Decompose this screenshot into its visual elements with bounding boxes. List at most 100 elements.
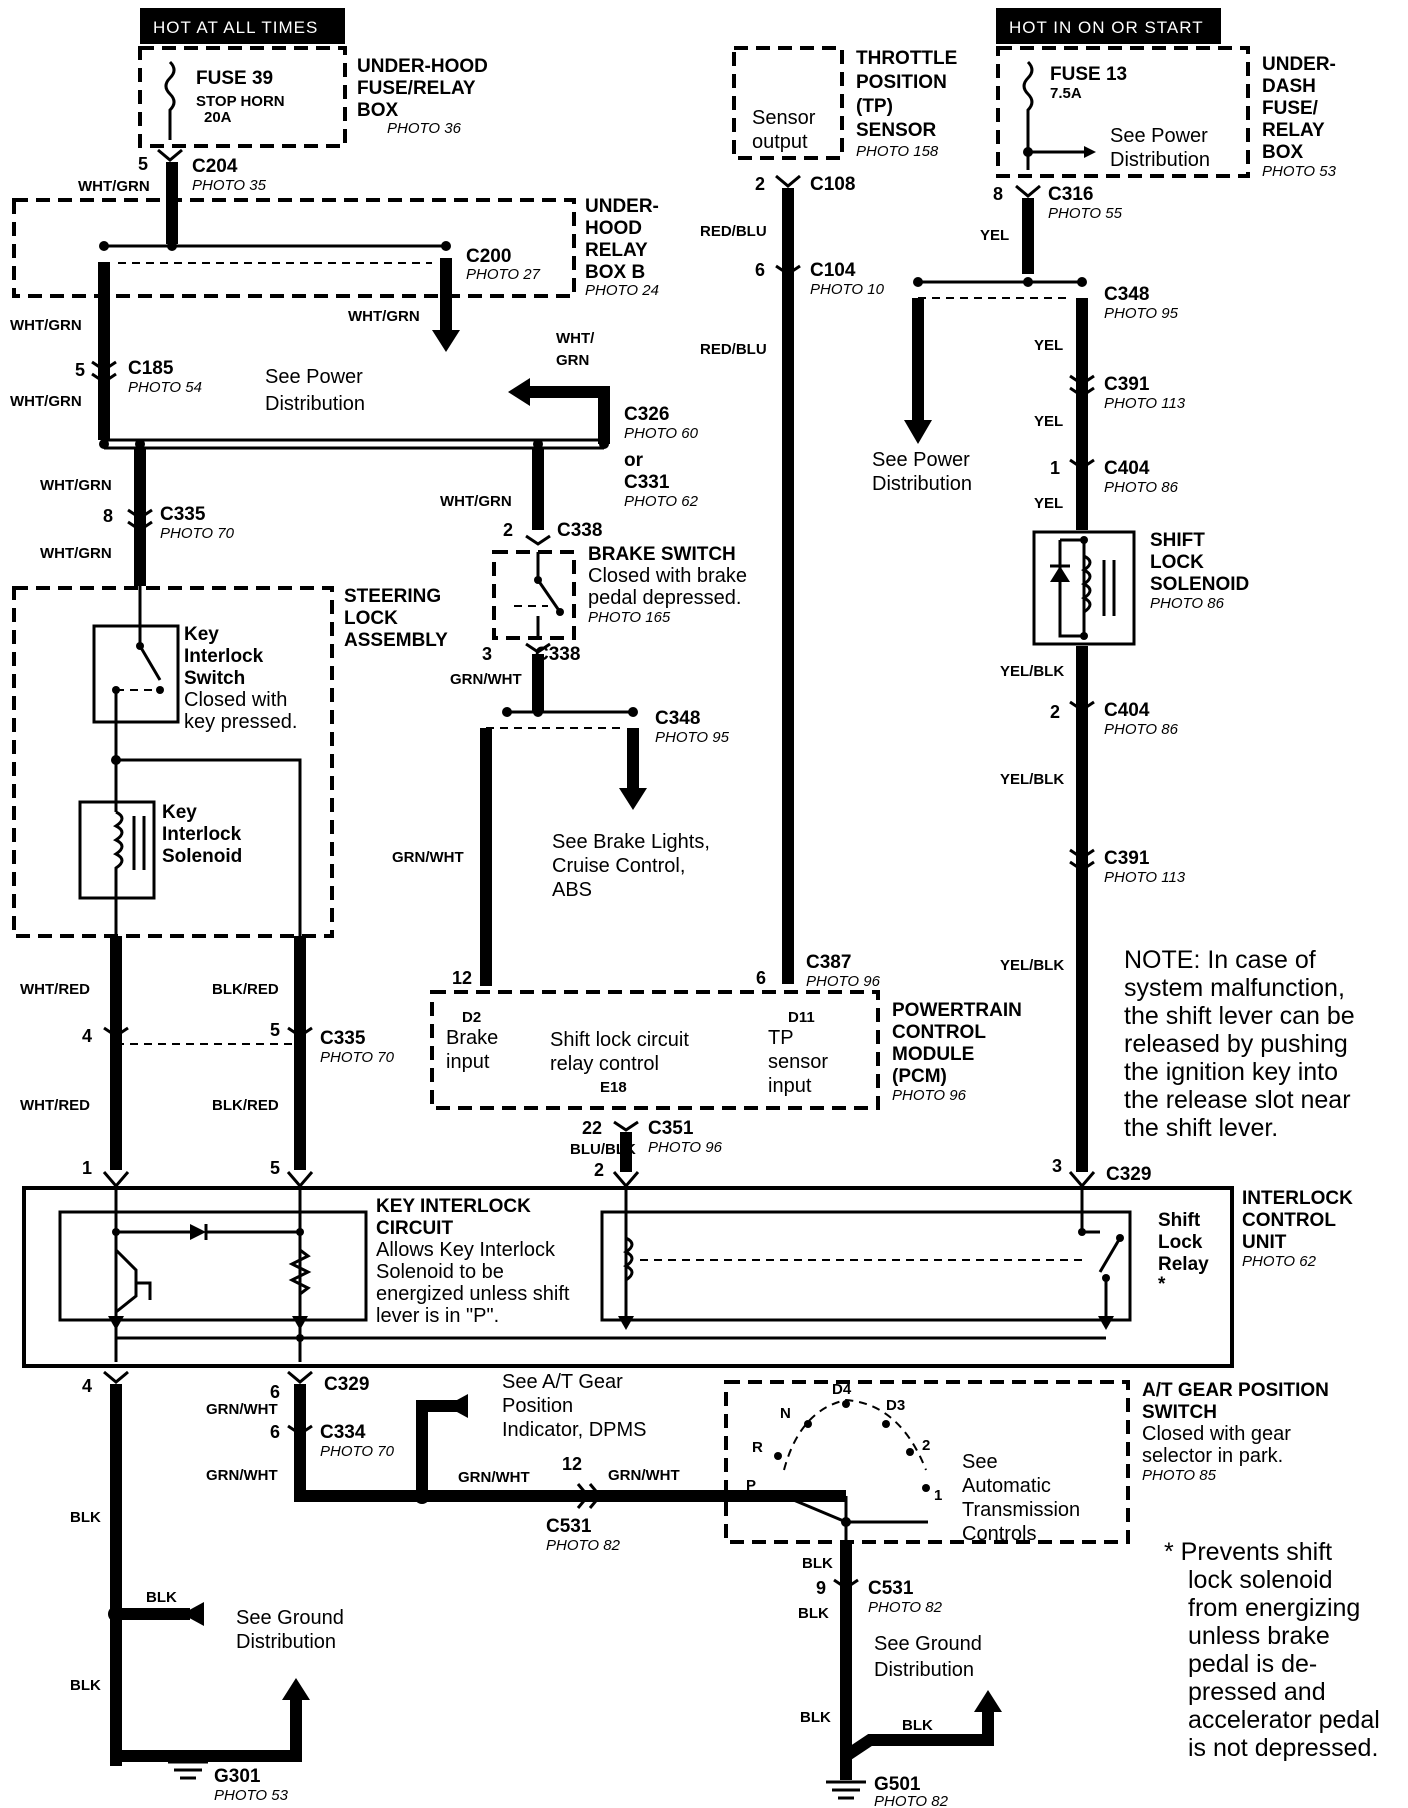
see-power-label: Distribution xyxy=(265,393,365,415)
diagram-label: 2 xyxy=(594,1160,604,1180)
c348-connector-brake: C348 PHOTO 95 xyxy=(655,708,730,746)
diagram-label: PHOTO 95 xyxy=(655,729,730,746)
diagram-label: PHOTO 70 xyxy=(160,525,235,542)
diagram-label: PHOTO 55 xyxy=(1048,205,1123,222)
diagram-label: PHOTO 113 xyxy=(1104,869,1186,886)
diagram-label: Closed with xyxy=(184,689,287,711)
diagram-label: C104 xyxy=(810,260,856,281)
see-power-label: See Power xyxy=(265,366,363,388)
c404-connector-top: 1 C404 PHOTO 86 xyxy=(1050,458,1179,496)
diagram-label: 20A xyxy=(204,109,232,126)
pcm-module: 12 6 C387 PHOTO 96 D2 Brake input Shift … xyxy=(430,952,1022,1110)
wire-label: YEL/BLK xyxy=(1000,663,1064,680)
diagram-label: the shift lever can be xyxy=(1124,1002,1355,1030)
diagram-label: C200 xyxy=(466,246,511,267)
diagram-label: PHOTO 86 xyxy=(1104,721,1179,738)
diagram-label: THROTTLE xyxy=(856,48,957,69)
diagram-label: Brake xyxy=(446,1027,498,1049)
arrow-up-icon xyxy=(974,1690,1002,1712)
wire-label: YEL xyxy=(1034,413,1063,430)
diagram-label: KEY INTERLOCK xyxy=(376,1196,531,1217)
diagram-label: C185 xyxy=(128,358,174,379)
wire-label: WHT/GRN xyxy=(348,308,420,325)
c329-connector-bottom: 4 6 C329 GRN/WHT xyxy=(82,1370,369,1418)
diagram-label: C334 xyxy=(320,1422,366,1443)
diagram-label: C531 xyxy=(546,1516,592,1537)
c348-connector-top: C348 PHOTO 95 xyxy=(1104,284,1179,322)
diagram-label: C404 xyxy=(1104,700,1150,721)
diagram-label: 4 xyxy=(82,1376,92,1396)
diagram-label: Key xyxy=(162,802,197,823)
diagram-label: 6 xyxy=(756,968,766,988)
diagram-label: Shift xyxy=(1158,1210,1201,1231)
diagram-label: * Prevents shift xyxy=(1164,1538,1332,1566)
diagram-label: PHOTO 60 xyxy=(624,425,699,442)
diagram-label: * xyxy=(1158,1274,1166,1295)
diagram-label: E18 xyxy=(600,1079,627,1096)
see-ground-label: Distribution xyxy=(236,1631,336,1653)
diagram-label: C204 xyxy=(192,156,238,177)
arrow-left-icon xyxy=(446,1394,468,1418)
diagram-label: 4 xyxy=(82,1026,92,1046)
diagram-label: Closed with brake xyxy=(588,565,747,587)
diagram-label: the ignition key into xyxy=(1124,1058,1338,1086)
diagram-label: PHOTO 70 xyxy=(320,1443,395,1460)
diagram-label: 12 xyxy=(562,1454,582,1474)
diagram-label: Key xyxy=(184,624,219,645)
diagram-label: PHOTO 95 xyxy=(1104,305,1179,322)
diagram-label: TP xyxy=(768,1027,794,1049)
diagram-label: CONTROL xyxy=(892,1022,986,1043)
diagram-label: CIRCUIT xyxy=(376,1218,453,1239)
diagram-label: BLK xyxy=(798,1605,829,1622)
see-brake-label: ABS xyxy=(552,879,592,901)
g501-ground: G501 PHOTO 82 xyxy=(826,1774,949,1808)
diagram-label: PHOTO 62 xyxy=(1242,1253,1317,1270)
diagram-label: C335 xyxy=(320,1028,366,1049)
diagram-label: 1 xyxy=(1050,458,1060,478)
diagram-label: BRAKE SWITCH xyxy=(588,544,736,565)
diagram-label: POWERTRAIN xyxy=(892,1000,1022,1021)
diagram-label: 1 xyxy=(934,1487,942,1504)
diagram-label: (PCM) xyxy=(892,1066,947,1087)
diagram-label: pressed and xyxy=(1188,1678,1326,1706)
diagram-label: LOCK xyxy=(1150,552,1204,573)
diagram-label: FUSE 39 xyxy=(196,68,273,89)
see-power-label: See Power xyxy=(872,449,970,471)
tp-sensor: Sensor output THROTTLE POSITION (TP) SEN… xyxy=(732,46,957,160)
diagram-label: 22 xyxy=(582,1118,602,1138)
diagram-label: NOTE: In case of xyxy=(1124,946,1316,974)
diagram-label: Closed with gear xyxy=(1142,1423,1291,1445)
diagram-label: 2 xyxy=(503,520,513,540)
diagram-label: Interlock xyxy=(184,646,264,667)
see-ground-label: See Ground xyxy=(874,1633,982,1655)
diagram-label: CONTROL xyxy=(1242,1210,1336,1231)
diagram-label: energized unless shift xyxy=(376,1283,570,1305)
diagram-label: HOT IN ON OR START xyxy=(1009,18,1204,37)
wire-label: BLK xyxy=(802,1555,833,1572)
c334-connector: 6 C334 PHOTO 70 GRN/WHT xyxy=(206,1422,395,1484)
under-hood-fuse-box: FUSE 39 STOP HORN 20A UNDER-HOOD FUSE/RE… xyxy=(138,46,488,148)
diagram-label: 2 xyxy=(755,174,765,194)
diagram-label: HOT AT ALL TIMES xyxy=(153,18,318,37)
diagram-label: WHT/GRN xyxy=(78,178,150,195)
diagram-label: Transmission xyxy=(962,1499,1080,1521)
hot-in-on-or-start-header: HOT IN ON OR START xyxy=(996,8,1221,44)
diagram-label: pedal is de- xyxy=(1188,1650,1317,1678)
diagram-label: RELAY xyxy=(585,240,648,261)
diagram-label: C326 xyxy=(624,404,669,425)
hot-at-all-times-header: HOT AT ALL TIMES xyxy=(140,8,345,44)
diagram-label: FUSE/ xyxy=(1262,98,1319,119)
diagram-label: output xyxy=(752,131,808,153)
diagram-label: input xyxy=(446,1051,490,1073)
arrow-down-icon xyxy=(904,420,932,444)
diagram-label: BOX xyxy=(357,100,399,121)
diagram-label: D11 xyxy=(788,1009,815,1026)
diagram-label: STEERING xyxy=(344,586,441,607)
diagram-label: PHOTO 27 xyxy=(466,266,541,283)
diagram-label: YEL xyxy=(980,227,1009,244)
diagram-label: PHOTO 24 xyxy=(585,282,659,299)
diagram-label: 5 xyxy=(75,360,85,380)
wire-label: BLK xyxy=(800,1709,831,1726)
see-at-label: Indicator, DPMS xyxy=(502,1419,647,1441)
diagram-label: See Power xyxy=(1110,125,1208,147)
